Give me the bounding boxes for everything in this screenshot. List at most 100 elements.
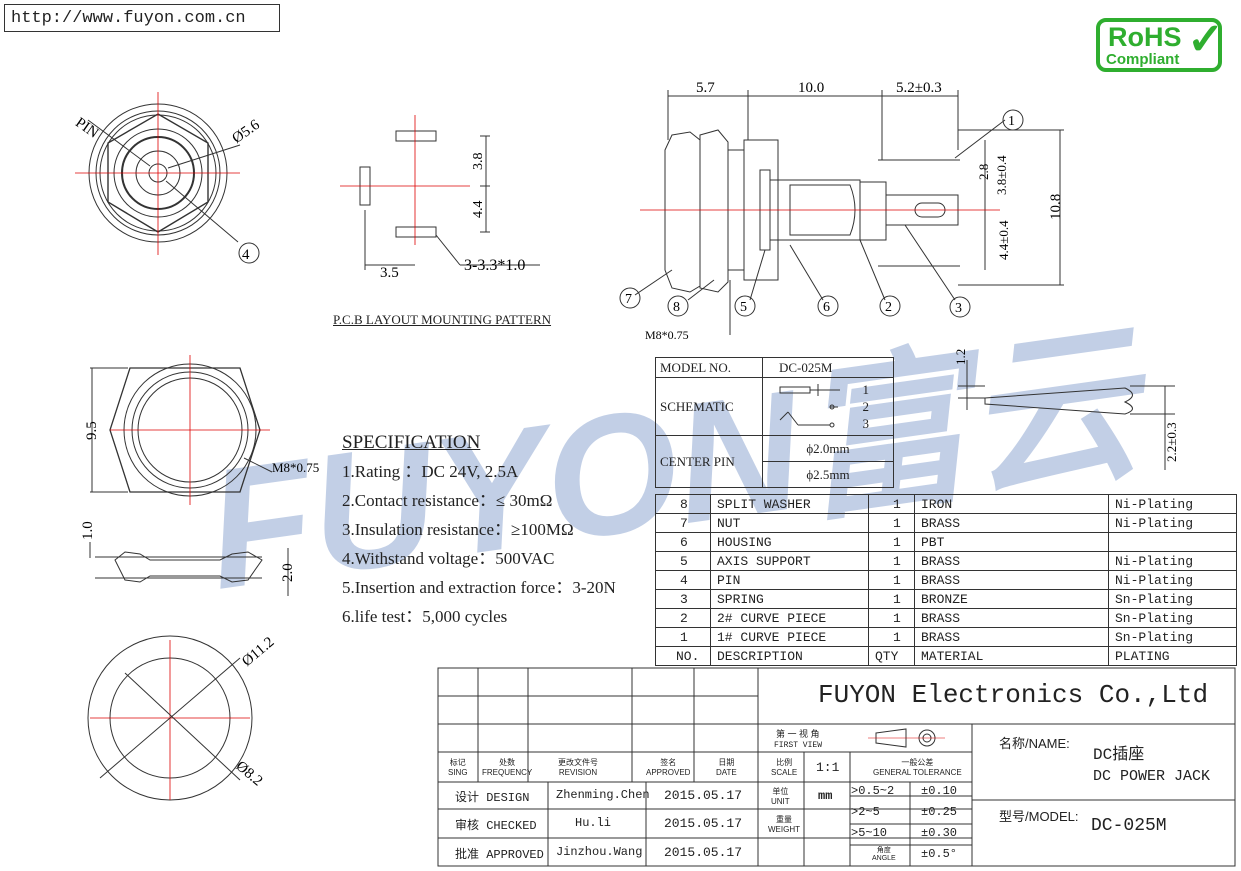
spec-item: 1.Rating ：DC 24V, 2.5A <box>342 462 519 481</box>
bom-header-cell: QTY <box>868 646 915 666</box>
svg-text:Ø5.6: Ø5.6 <box>229 117 263 147</box>
first-view-en: FIRST VIEW <box>774 741 823 750</box>
rev-header-en: SING <box>448 768 468 777</box>
bom-header-cell: NO. <box>655 646 711 666</box>
unit-en: UNIT <box>771 797 790 806</box>
bom-cell: HOUSING <box>710 532 869 552</box>
front-view <box>75 92 241 255</box>
bom-cell: PBT <box>914 532 1109 552</box>
bom-header-cell: PLATING <box>1108 646 1237 666</box>
svg-text:4.4±0.4: 4.4±0.4 <box>996 220 1011 260</box>
bom-cell: 4 <box>655 570 711 590</box>
rohs-badge: RoHS Compliant ✓ <box>1096 15 1224 72</box>
bom-cell: 1 <box>868 513 915 533</box>
model-label: MODEL NO. <box>655 357 763 378</box>
bom-cell: 1 <box>868 627 915 647</box>
svg-text:5.7: 5.7 <box>696 80 715 96</box>
bom-cell: 1 <box>868 532 915 552</box>
pcb-layout <box>340 115 540 270</box>
svg-text:1.2: 1.2 <box>953 349 968 365</box>
tolerance-range: >2~5 <box>851 805 880 819</box>
center-pin-value: ϕ2.5mm <box>762 461 894 488</box>
svg-text:2: 2 <box>885 300 892 315</box>
weight-cn: 重量 <box>776 815 792 824</box>
bom-cell: Ni-Plating <box>1108 513 1237 533</box>
spec-item: 3.Insulation resistance：≥100MΩ <box>342 520 574 539</box>
bom-cell: 2 <box>655 608 711 628</box>
svg-text:M8*0.75: M8*0.75 <box>272 460 319 475</box>
svg-text:3.5: 3.5 <box>380 265 399 281</box>
scale-en: SCALE <box>771 768 798 777</box>
bom-cell: 5 <box>655 551 711 571</box>
schem-pin: 2 <box>862 399 870 414</box>
balloon-4 <box>238 242 260 264</box>
model-value: DC-025M <box>762 357 894 378</box>
center-pin-label: CENTER PIN <box>655 435 763 488</box>
bom-cell: SPRING <box>710 589 869 609</box>
signoff-name: Zhenming.Chen <box>556 788 650 802</box>
model-value: DC-025M <box>1091 816 1167 836</box>
svg-text:2.2±0.3: 2.2±0.3 <box>1164 422 1179 462</box>
rev-header-en: REVISION <box>558 768 598 777</box>
bom-cell: BRASS <box>914 608 1109 628</box>
svg-text:6: 6 <box>823 300 830 315</box>
angle-cn: 角度 <box>876 847 891 854</box>
svg-text:5.2±0.3: 5.2±0.3 <box>896 80 942 96</box>
tolerance-value: ±0.25 <box>921 805 958 819</box>
rev-header-cn: 标记 <box>449 758 466 767</box>
bom-cell: AXIS SUPPORT <box>710 551 869 571</box>
bom-cell: 1 <box>868 551 915 571</box>
nut-profile <box>89 542 289 596</box>
svg-text:Ø8.2: Ø8.2 <box>233 758 266 789</box>
signoff-role: 批准 APPROVED <box>455 848 544 862</box>
pin-detail <box>958 360 1175 470</box>
bom-cell <box>1108 532 1237 552</box>
tolerance-value: ±0.10 <box>921 784 958 798</box>
weight-en: WEIGHT <box>768 825 800 834</box>
bom-cell: 3 <box>655 589 711 609</box>
bom-header-cell: MATERIAL <box>914 646 1109 666</box>
spec-item: 6.life test：5,000 cycles <box>342 607 508 626</box>
bom-cell: SPLIT WASHER <box>710 494 869 514</box>
tolerance-range: >0.5~2 <box>851 784 895 798</box>
svg-text:5: 5 <box>740 300 747 315</box>
tolerance-range: >5~10 <box>851 826 888 840</box>
svg-text:3.8: 3.8 <box>471 153 486 171</box>
tolerance-cn: 一般公差 <box>901 758 934 767</box>
url-header: http://www.fuyon.com.cn <box>4 4 280 32</box>
svg-text:2.0: 2.0 <box>280 563 296 582</box>
model-label: 型号/MODEL: <box>999 809 1079 824</box>
bom-cell: BRASS <box>914 513 1109 533</box>
jack-side-view <box>619 90 1064 335</box>
svg-text:7: 7 <box>625 292 632 307</box>
bom-cell: 7 <box>655 513 711 533</box>
unit-cn: 单位 <box>772 787 789 796</box>
schematic-label: SCHEMATIC <box>655 377 763 436</box>
bom-cell: 2# CURVE PIECE <box>710 608 869 628</box>
name-label: 名称/NAME: <box>999 736 1070 751</box>
spec-item: 4.Withstand voltage：500VAC <box>342 549 555 568</box>
svg-text:9.5: 9.5 <box>84 421 100 440</box>
model-table: MODEL NO. DC-025M SCHEMATIC 1 2 3 CENTER… <box>655 357 894 488</box>
svg-text:10.0: 10.0 <box>798 80 824 96</box>
washer-view <box>87 635 253 801</box>
svg-text:Ø11.2: Ø11.2 <box>239 634 277 670</box>
unit-value: mm <box>818 789 833 803</box>
bom-cell: Ni-Plating <box>1108 570 1237 590</box>
svg-text:3-3.3*1.0: 3-3.3*1.0 <box>464 257 525 274</box>
specification: SPECIFICATION 1.Rating ：DC 24V, 2.5A 2.C… <box>342 428 616 631</box>
rev-header-cn: 签名 <box>660 758 677 767</box>
svg-text:1: 1 <box>1008 114 1015 129</box>
pcb-title: P.C.B LAYOUT MOUNTING PATTERN <box>333 312 552 327</box>
bom-cell: Ni-Plating <box>1108 494 1237 514</box>
bom-cell: NUT <box>710 513 869 533</box>
rev-header-cn: 日期 <box>718 758 735 767</box>
bom-cell: BRASS <box>914 570 1109 590</box>
angle-en: ANGLE <box>872 855 896 862</box>
bom-cell: 1 <box>868 570 915 590</box>
